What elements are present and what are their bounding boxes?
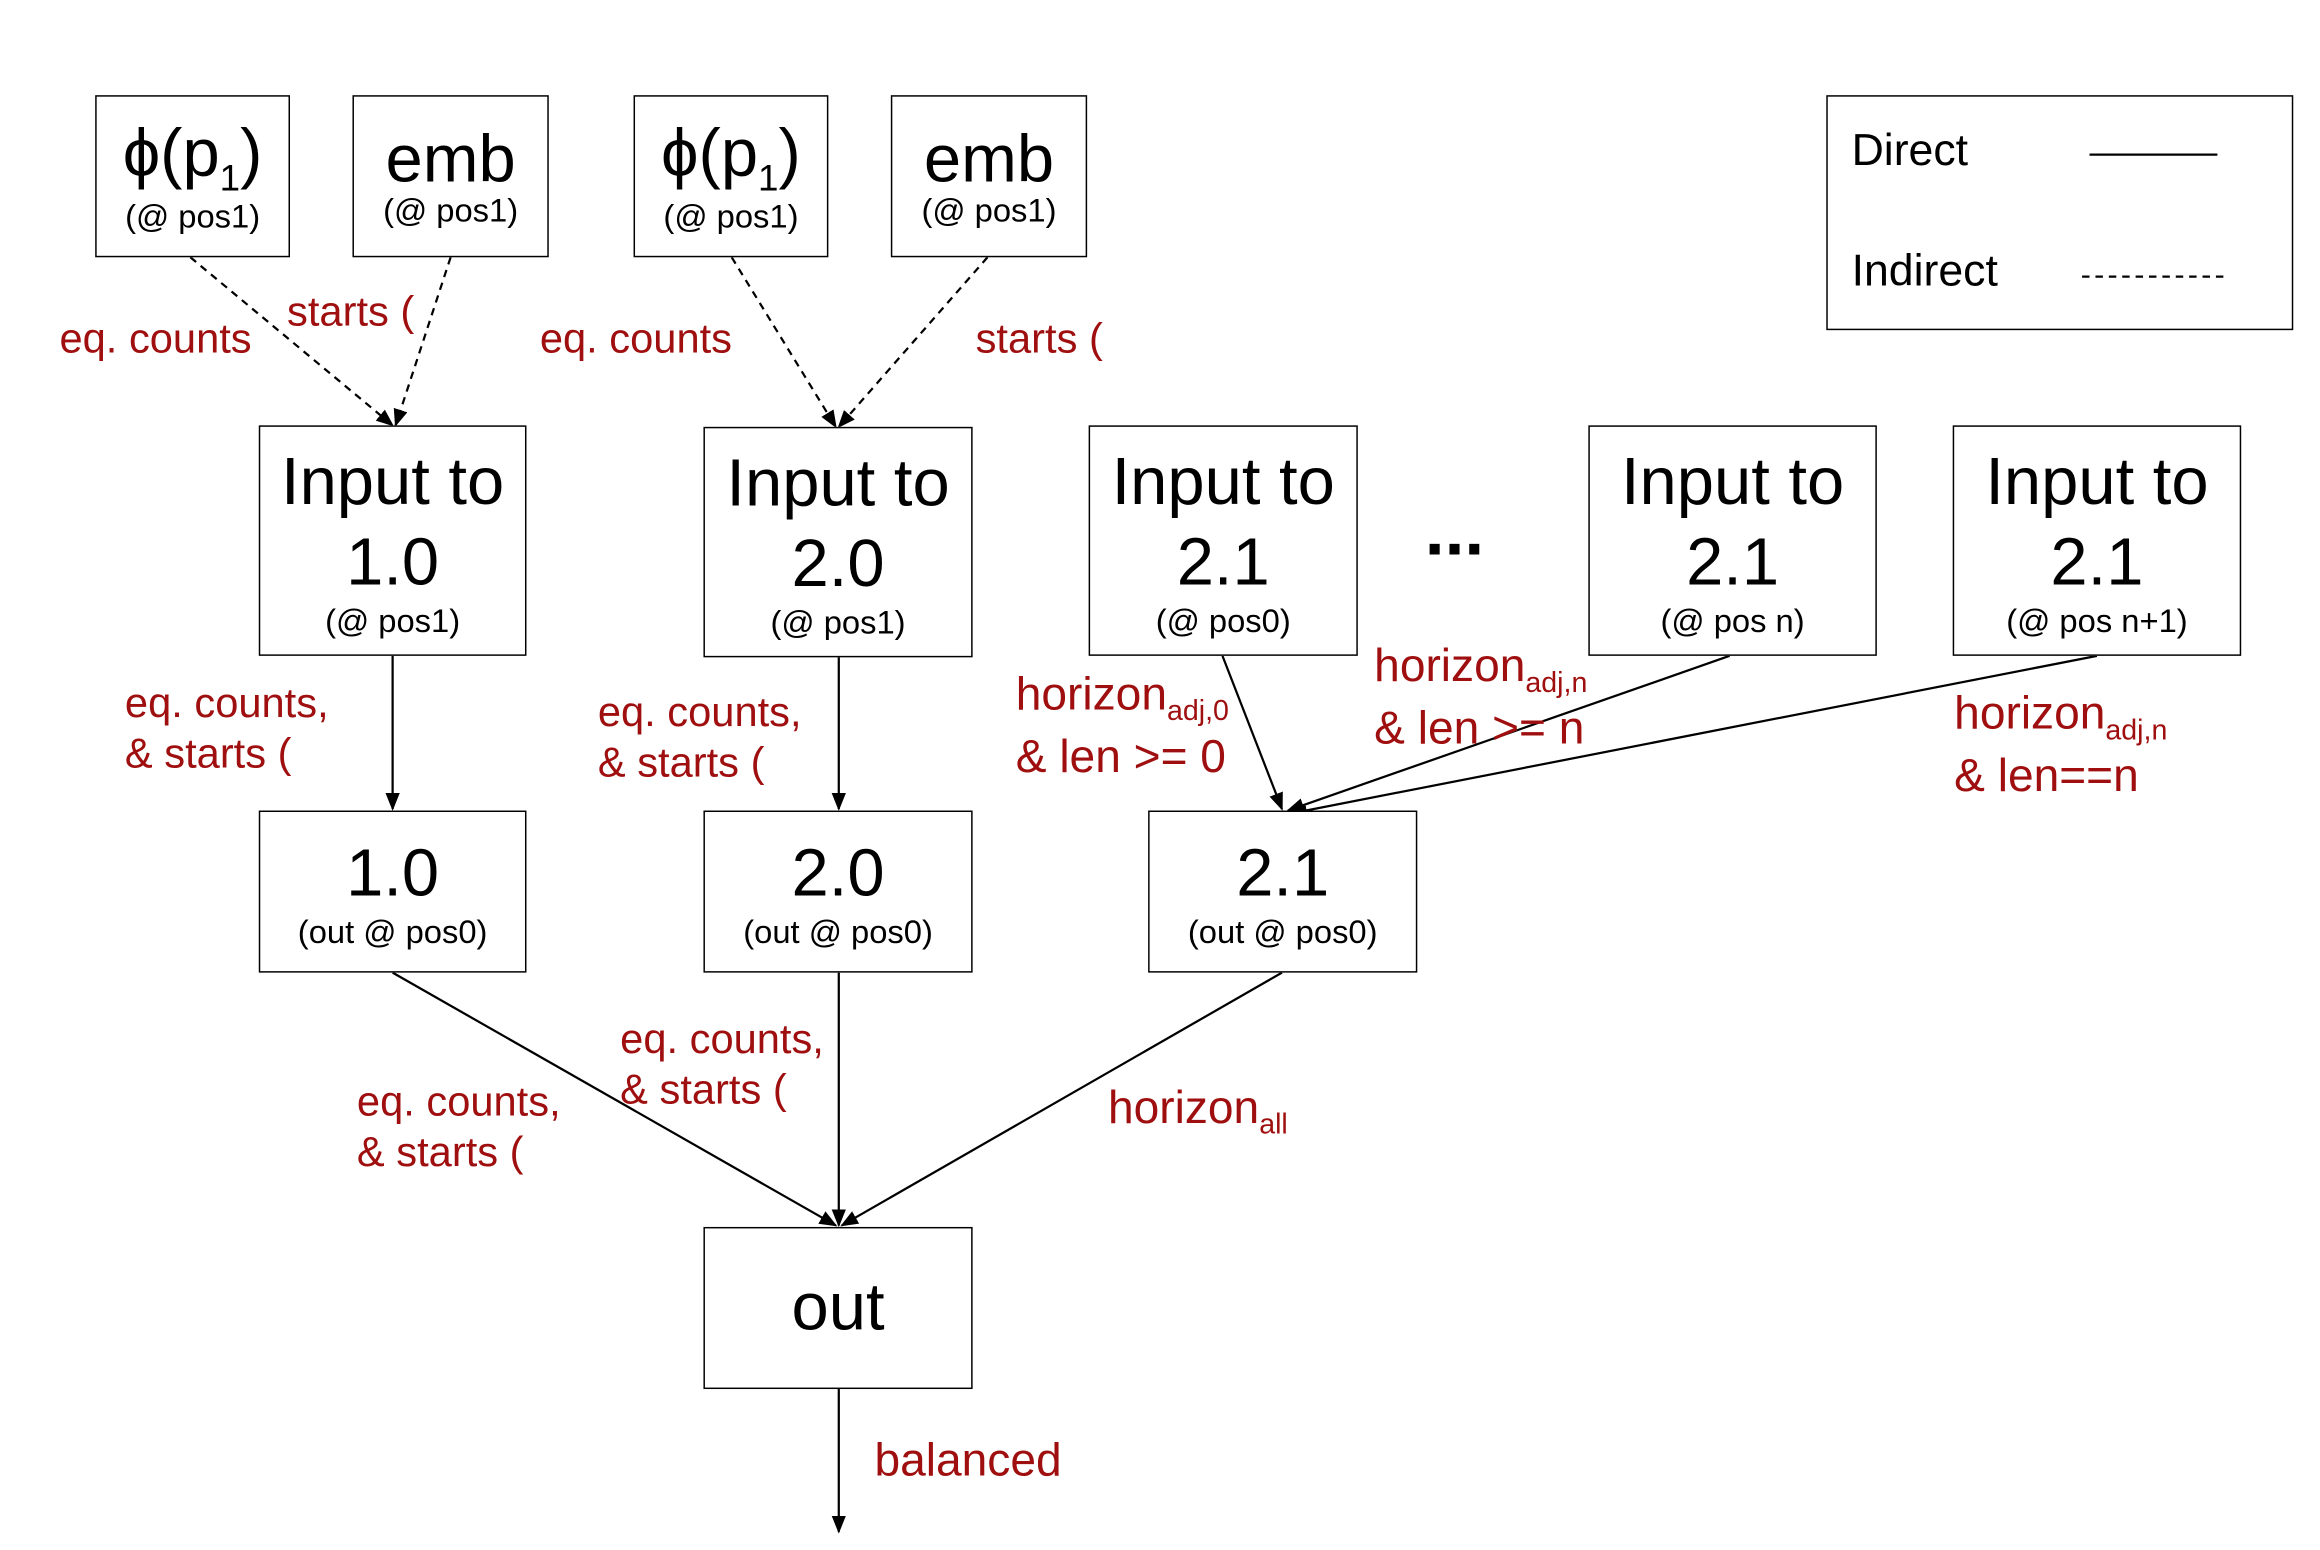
label-main: horizon <box>1107 1081 1260 1134</box>
edge-phi2-to-input20 <box>730 256 837 429</box>
node-line1: Input to <box>726 443 950 520</box>
label-h20-out: eq. counts, & starts ( <box>620 1014 824 1114</box>
label-line: & starts ( <box>356 1128 524 1175</box>
phi-sub: 1 <box>758 158 779 200</box>
legend-indirect-label: Indirect <box>1851 246 1998 296</box>
label-horizon-all: horizonall <box>1108 1080 1288 1143</box>
edge-h10-to-out <box>392 971 838 1227</box>
label-sub: all <box>1259 1109 1288 1141</box>
legend-direct-label: Direct <box>1851 126 1969 176</box>
node-emb-b: emb (@ pos1) <box>890 95 1088 258</box>
node-note: (out @ pos0) <box>297 912 488 951</box>
node-note: (@ pos1) <box>383 191 519 230</box>
node-line2: 2.0 <box>791 525 885 602</box>
node-main: out <box>791 1268 885 1345</box>
node-main: 2.1 <box>1236 834 1330 911</box>
phi-main: ϕ(p <box>661 114 759 191</box>
node-input-2-1-pos0: Input to 2.1 (@ pos0) <box>1088 425 1358 656</box>
label-horizon-adj-0: horizonadj,0 & len >= 0 <box>1016 666 1229 784</box>
node-line2: 2.1 <box>1686 524 1780 600</box>
label-main: horizon <box>1954 687 2106 740</box>
node-phi-p1-b: ϕ(p1) (@ pos1) <box>633 95 829 258</box>
label-sub: adj,n <box>2105 715 2168 747</box>
label-h10-out: eq. counts, & starts ( <box>357 1077 561 1177</box>
node-head-1-0: 1.0 (out @ pos0) <box>258 810 527 973</box>
edge-phi1-to-input10 <box>189 256 394 427</box>
node-note: (@ pos1) <box>921 191 1057 230</box>
label-line: & len==n <box>1954 749 2139 802</box>
node-input-2-1-posn: Input to 2.1 (@ pos n) <box>1588 425 1877 656</box>
node-line2: 2.1 <box>1176 524 1270 600</box>
node-note: (@ pos1) <box>125 197 261 235</box>
legend: Direct Indirect <box>1826 95 2294 331</box>
label-eq-counts-1: eq. counts <box>59 315 252 362</box>
node-line1: Input to <box>280 442 505 519</box>
label-input10-edge: eq. counts, & starts ( <box>125 678 329 778</box>
ellipsis: ... <box>1424 492 1485 572</box>
node-line2: 1.0 <box>346 524 440 600</box>
edge-emb2-to-input20 <box>837 256 989 429</box>
phi-sub: 1 <box>219 158 241 200</box>
label-line: & len >= 0 <box>1015 730 1226 783</box>
node-line1: Input to <box>1985 442 2209 519</box>
node-main: emb <box>385 120 516 196</box>
label-input20-edge: eq. counts, & starts ( <box>598 687 802 787</box>
label-line: eq. counts, <box>356 1078 561 1125</box>
node-note: (out @ pos0) <box>1187 912 1378 951</box>
node-note: (@ pos0) <box>1155 602 1291 640</box>
node-head-2-0: 2.0 (out @ pos0) <box>703 810 973 973</box>
label-line: & starts ( <box>620 1065 787 1112</box>
label-line: & starts ( <box>124 729 292 776</box>
label-main: horizon <box>1374 639 1526 692</box>
node-note: (out @ pos0) <box>743 912 933 951</box>
label-line: & starts ( <box>597 738 765 785</box>
node-line1: Input to <box>1620 442 1845 519</box>
node-main: 2.0 <box>791 834 885 911</box>
legend-swatches <box>2082 153 2227 278</box>
edge-input21a-to-h21 <box>1221 655 1284 811</box>
label-main: horizon <box>1015 667 1167 720</box>
label-balanced: balanced <box>874 1433 1062 1486</box>
node-note: (@ pos1) <box>770 604 906 642</box>
node-input-2-1-posn1: Input to 2.1 (@ pos n+1) <box>1952 425 2242 656</box>
node-line1: Input to <box>1111 442 1335 519</box>
node-emb-a: emb (@ pos1) <box>352 95 549 258</box>
phi-close: ) <box>778 114 801 191</box>
node-main: emb <box>923 120 1055 196</box>
label-line: eq. counts, <box>620 1015 824 1062</box>
edge-emb1-to-input10 <box>393 256 452 428</box>
node-note: (@ pos n+1) <box>2006 602 2188 640</box>
label-line: eq. counts, <box>124 679 329 726</box>
label-sub: adj,0 <box>1166 696 1229 728</box>
node-input-1-0: Input to 1.0 (@ pos1) <box>258 425 527 656</box>
node-main: 1.0 <box>346 834 440 911</box>
label-line: & len >= n <box>1374 702 1585 755</box>
label-eq-counts-2: eq. counts <box>539 315 733 362</box>
node-note: (@ pos n) <box>1660 602 1805 640</box>
edge-input21c-to-h21 <box>1289 654 2098 818</box>
label-line: eq. counts, <box>597 688 802 735</box>
label-starts-1: starts ( <box>287 288 415 335</box>
node-line2: 2.1 <box>2050 524 2144 600</box>
node-input-2-0: Input to 2.0 (@ pos1) <box>703 426 973 658</box>
phi-close: ) <box>240 114 263 191</box>
node-note: (@ pos1) <box>663 197 799 235</box>
node-note: (@ pos1) <box>325 602 461 640</box>
phi-main: ϕ(p <box>122 114 220 191</box>
node-phi-p1-a: ϕ(p1) (@ pos1) <box>95 95 291 258</box>
label-sub: adj,n <box>1525 668 1588 700</box>
node-out: out <box>703 1226 973 1390</box>
label-horizon-adj-n: horizonadj,n & len >= n <box>1374 638 1587 756</box>
label-horizon-adj-n-eq: horizonadj,n & len==n <box>1954 686 2167 804</box>
edge-h21-to-out <box>840 971 1283 1227</box>
edge-input21b-to-h21 <box>1286 654 1730 812</box>
label-starts-2: starts ( <box>975 315 1103 362</box>
node-head-2-1: 2.1 (out @ pos0) <box>1148 810 1418 973</box>
